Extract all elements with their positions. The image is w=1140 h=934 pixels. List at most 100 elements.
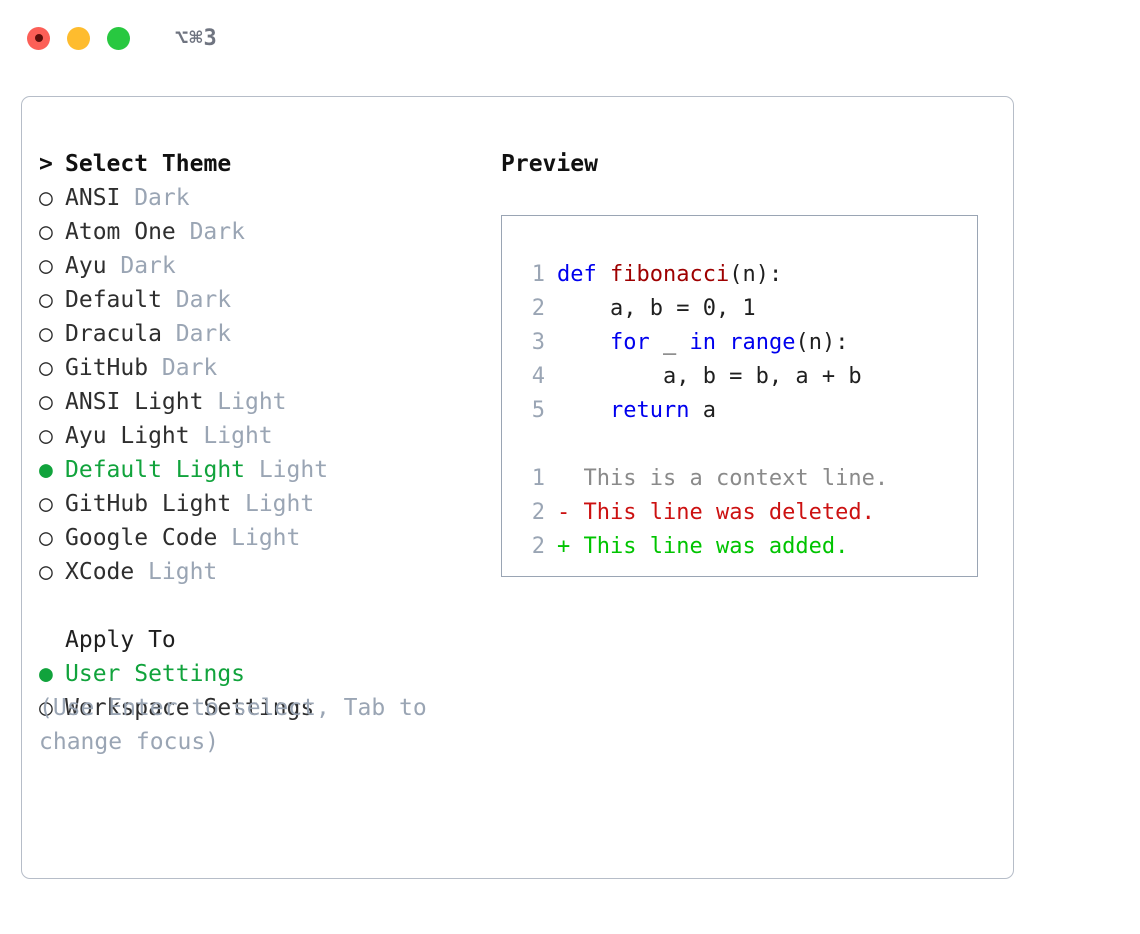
radio-unselected-icon: ○	[39, 525, 53, 551]
radio-selected-icon: ●	[39, 661, 53, 687]
diff-sample: 1 This is a context line.2- This line wa…	[502, 462, 977, 564]
theme-option-label: ANSI	[65, 185, 121, 211]
code-line: 3 for _ in range(n):	[502, 326, 977, 360]
traffic-lights	[27, 26, 130, 50]
close-window-icon[interactable]	[27, 26, 50, 50]
code-token: def	[557, 262, 597, 287]
radio-unselected-icon: ○	[39, 389, 53, 415]
theme-variant-badge: Dark	[175, 287, 232, 313]
prompt-caret-icon: >	[39, 151, 53, 177]
code-line: 5 return a	[502, 394, 977, 428]
code-token: for	[609, 330, 650, 355]
code-line: 1 def fibonacci(n):	[502, 258, 977, 292]
line-number: 4	[531, 364, 545, 389]
line-number: 1	[531, 262, 545, 287]
theme-option-label: XCode	[65, 559, 135, 585]
theme-variant-badge: Dark	[175, 321, 232, 347]
maximize-window-icon[interactable]	[107, 26, 130, 50]
theme-option-label: ANSI Light	[65, 389, 204, 415]
theme-variant-badge: Dark	[189, 219, 245, 245]
line-number: 2	[531, 534, 545, 559]
radio-unselected-icon: ○	[39, 253, 53, 279]
preview-title: Preview	[501, 151, 598, 177]
theme-variant-badge: Dark	[134, 185, 190, 211]
theme-option-xcode[interactable]: ○ XCode Light	[39, 555, 479, 589]
code-line-text: a, b = b, a + b	[557, 360, 862, 394]
theme-variant-badge: Light	[148, 559, 218, 585]
apply-to-option-workspace-settings[interactable]: ○Workspace Settings	[39, 691, 479, 725]
line-number: 5	[531, 398, 545, 423]
theme-option-google-code[interactable]: ○ Google Code Light	[39, 521, 479, 555]
code-line: 4 a, b = b, a + b	[502, 360, 977, 394]
code-token: in	[689, 330, 716, 355]
theme-option-label: Google Code	[65, 525, 218, 551]
apply-to-option-label: Workspace Settings	[65, 695, 315, 721]
code-line-text: a, b = 0, 1	[557, 292, 756, 326]
code-token: return	[609, 398, 690, 423]
theme-option-label: Default Light	[65, 457, 246, 483]
theme-option-label: Ayu Light	[65, 423, 190, 449]
code-line-text: for _ in range(n):	[557, 326, 848, 360]
code-token	[557, 398, 610, 423]
apply-to-bullet-placeholder	[39, 623, 65, 657]
theme-option-ansi[interactable]: ○ ANSI Dark	[39, 181, 479, 215]
keyboard-hint-text: (Use Enter to select, Tab to change focu…	[39, 695, 427, 755]
radio-unselected-icon: ○	[39, 355, 53, 381]
theme-option-default[interactable]: ○ Default Dark	[39, 283, 479, 317]
apply-to-option-list: ●User Settings○Workspace Settings	[39, 657, 479, 725]
radio-unselected-icon: ○	[39, 287, 53, 313]
line-number: 2	[531, 500, 545, 525]
code-diff-separator	[502, 428, 977, 462]
theme-variant-badge: Light	[244, 491, 315, 517]
code-token: (n):	[795, 330, 849, 355]
apply-to-header: Apply To	[39, 623, 479, 657]
code-line-text: def fibonacci(n):	[557, 258, 782, 292]
code-token: range	[729, 330, 796, 355]
theme-option-label: Atom One	[65, 219, 176, 245]
theme-variant-badge: Light	[203, 423, 273, 449]
diff-line: 2+ This line was added.	[502, 530, 977, 564]
keyboard-shortcut-label: ⌥⌘3	[175, 25, 218, 51]
radio-unselected-icon: ○	[39, 491, 53, 517]
apply-to-option-user-settings[interactable]: ●User Settings	[39, 657, 479, 691]
line-number: 1	[531, 466, 545, 491]
theme-option-ayu[interactable]: ○ Ayu Dark	[39, 249, 479, 283]
radio-selected-icon: ●	[39, 457, 53, 483]
diff-line: 1 This is a context line.	[502, 462, 977, 496]
radio-unselected-icon: ○	[39, 559, 53, 585]
select-theme-title: Select Theme	[65, 151, 232, 177]
select-theme-header: > Select Theme	[39, 147, 479, 181]
theme-option-label: Ayu	[65, 253, 107, 279]
apply-to-title: Apply To	[65, 627, 176, 653]
theme-variant-badge: Light	[231, 525, 301, 551]
code-token	[557, 330, 610, 355]
title-bar: ⌥⌘3	[0, 0, 1140, 76]
minimize-window-icon[interactable]	[67, 26, 90, 50]
code-token: (n):	[729, 262, 783, 287]
diff-line: 2- This line was deleted.	[502, 496, 977, 530]
theme-option-label: GitHub Light	[65, 491, 232, 517]
theme-option-label: Default	[65, 287, 162, 313]
radio-unselected-icon: ○	[39, 185, 53, 211]
code-token	[597, 262, 610, 287]
theme-option-github-light[interactable]: ○ GitHub Light Light	[39, 487, 479, 521]
diff-line-text: This is a context line.	[583, 466, 889, 491]
line-number: 3	[531, 330, 545, 355]
code-line: 2 a, b = 0, 1	[502, 292, 977, 326]
line-number: 2	[531, 296, 545, 321]
theme-variant-badge: Dark	[120, 253, 176, 279]
code-token: a	[689, 398, 716, 423]
diff-marker: -	[557, 500, 584, 525]
list-spacer	[39, 589, 479, 623]
